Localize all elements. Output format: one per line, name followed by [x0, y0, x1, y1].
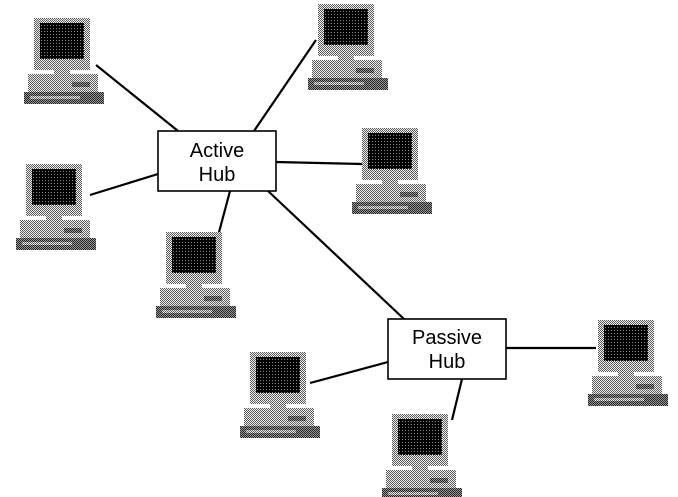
link-passive-below — [450, 378, 464, 421]
link-active-top-left — [95, 64, 179, 132]
link-passive-left — [309, 360, 389, 385]
link-active-top-center — [253, 39, 317, 132]
connection-lines — [89, 39, 596, 421]
link-active-right — [275, 160, 363, 166]
computer-icon — [588, 320, 668, 406]
computer-icon — [240, 352, 320, 438]
passive-hub-label-line2: Hub — [429, 351, 466, 373]
computer-icon — [352, 128, 432, 214]
computer-icon — [308, 4, 388, 90]
passive-hub: Passive Hub — [387, 318, 507, 380]
computer-icon — [156, 232, 236, 318]
computer-icon — [382, 414, 462, 497]
link-active-below — [216, 190, 232, 237]
link-active-passive — [267, 190, 405, 320]
passive-hub-label-line1: Passive — [412, 327, 482, 349]
active-hub-label-line2: Hub — [199, 164, 236, 186]
link-active-left-mid — [89, 172, 159, 197]
computer-icon — [24, 18, 104, 104]
computer-icon — [16, 164, 96, 250]
active-hub-label-line1: Active — [190, 140, 244, 162]
active-hub: Active Hub — [157, 130, 277, 192]
